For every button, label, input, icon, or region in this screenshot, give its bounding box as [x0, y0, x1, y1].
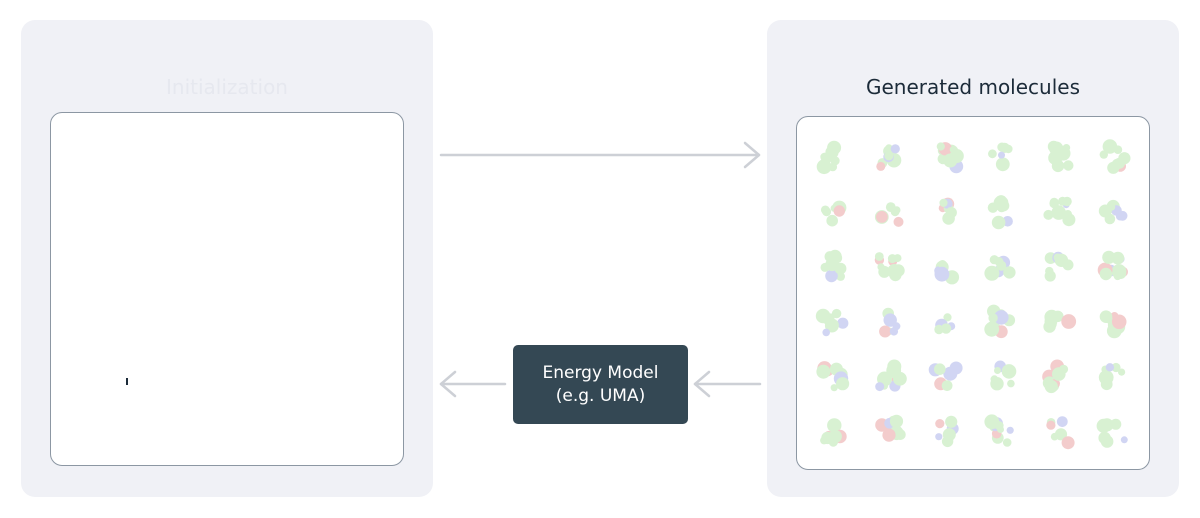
molecule [1044, 251, 1074, 282]
molecule [1099, 310, 1127, 339]
molecule [874, 202, 904, 227]
molecule [816, 140, 842, 175]
arrow-to-energy-model [693, 370, 762, 398]
molecule [1098, 362, 1126, 391]
molecule [815, 308, 849, 337]
molecule [1043, 309, 1077, 333]
arrow-to-generated [439, 141, 761, 169]
molecule [990, 360, 1017, 391]
generated-molecules-title: Generated molecules [866, 75, 1080, 99]
molecule [874, 252, 905, 282]
molecule [1099, 139, 1131, 174]
arrow-to-initialization [439, 370, 507, 398]
molecule [1046, 416, 1075, 450]
molecule [1097, 250, 1128, 281]
energy-model-label: Energy Model [542, 362, 659, 383]
energy-model-example: (e.g. UMA) [555, 385, 646, 406]
energy-model-box: Energy Model (e.g. UMA) [513, 345, 688, 424]
molecules-frame [796, 116, 1150, 470]
molecule [1042, 359, 1069, 394]
molecule [875, 359, 907, 392]
generated-molecules-panel: Generated molecules [767, 20, 1179, 497]
molecule [1047, 140, 1074, 173]
molecule [936, 142, 964, 174]
initialization-panel: Initialization [21, 20, 433, 497]
molecule [816, 361, 850, 392]
molecule [938, 197, 957, 225]
molecule [984, 304, 1016, 339]
molecule-grid [815, 139, 1131, 450]
molecule [820, 200, 847, 227]
molecule [928, 361, 963, 391]
molecule [820, 418, 847, 447]
molecule [1096, 418, 1128, 448]
molecule [934, 313, 956, 335]
initialization-title: Initialization [166, 75, 288, 99]
molecule [1098, 199, 1128, 225]
molecule [879, 307, 901, 338]
molecule [875, 414, 906, 442]
molecule [876, 144, 902, 171]
molecule [987, 195, 1013, 230]
molecule [934, 260, 960, 285]
molecule [935, 415, 959, 448]
initial-point-mark [126, 378, 128, 385]
molecule [984, 255, 1016, 281]
molecule [984, 414, 1014, 447]
molecule [988, 142, 1013, 172]
molecule [820, 249, 847, 283]
molecule [1043, 196, 1076, 227]
initialization-frame [50, 112, 404, 466]
